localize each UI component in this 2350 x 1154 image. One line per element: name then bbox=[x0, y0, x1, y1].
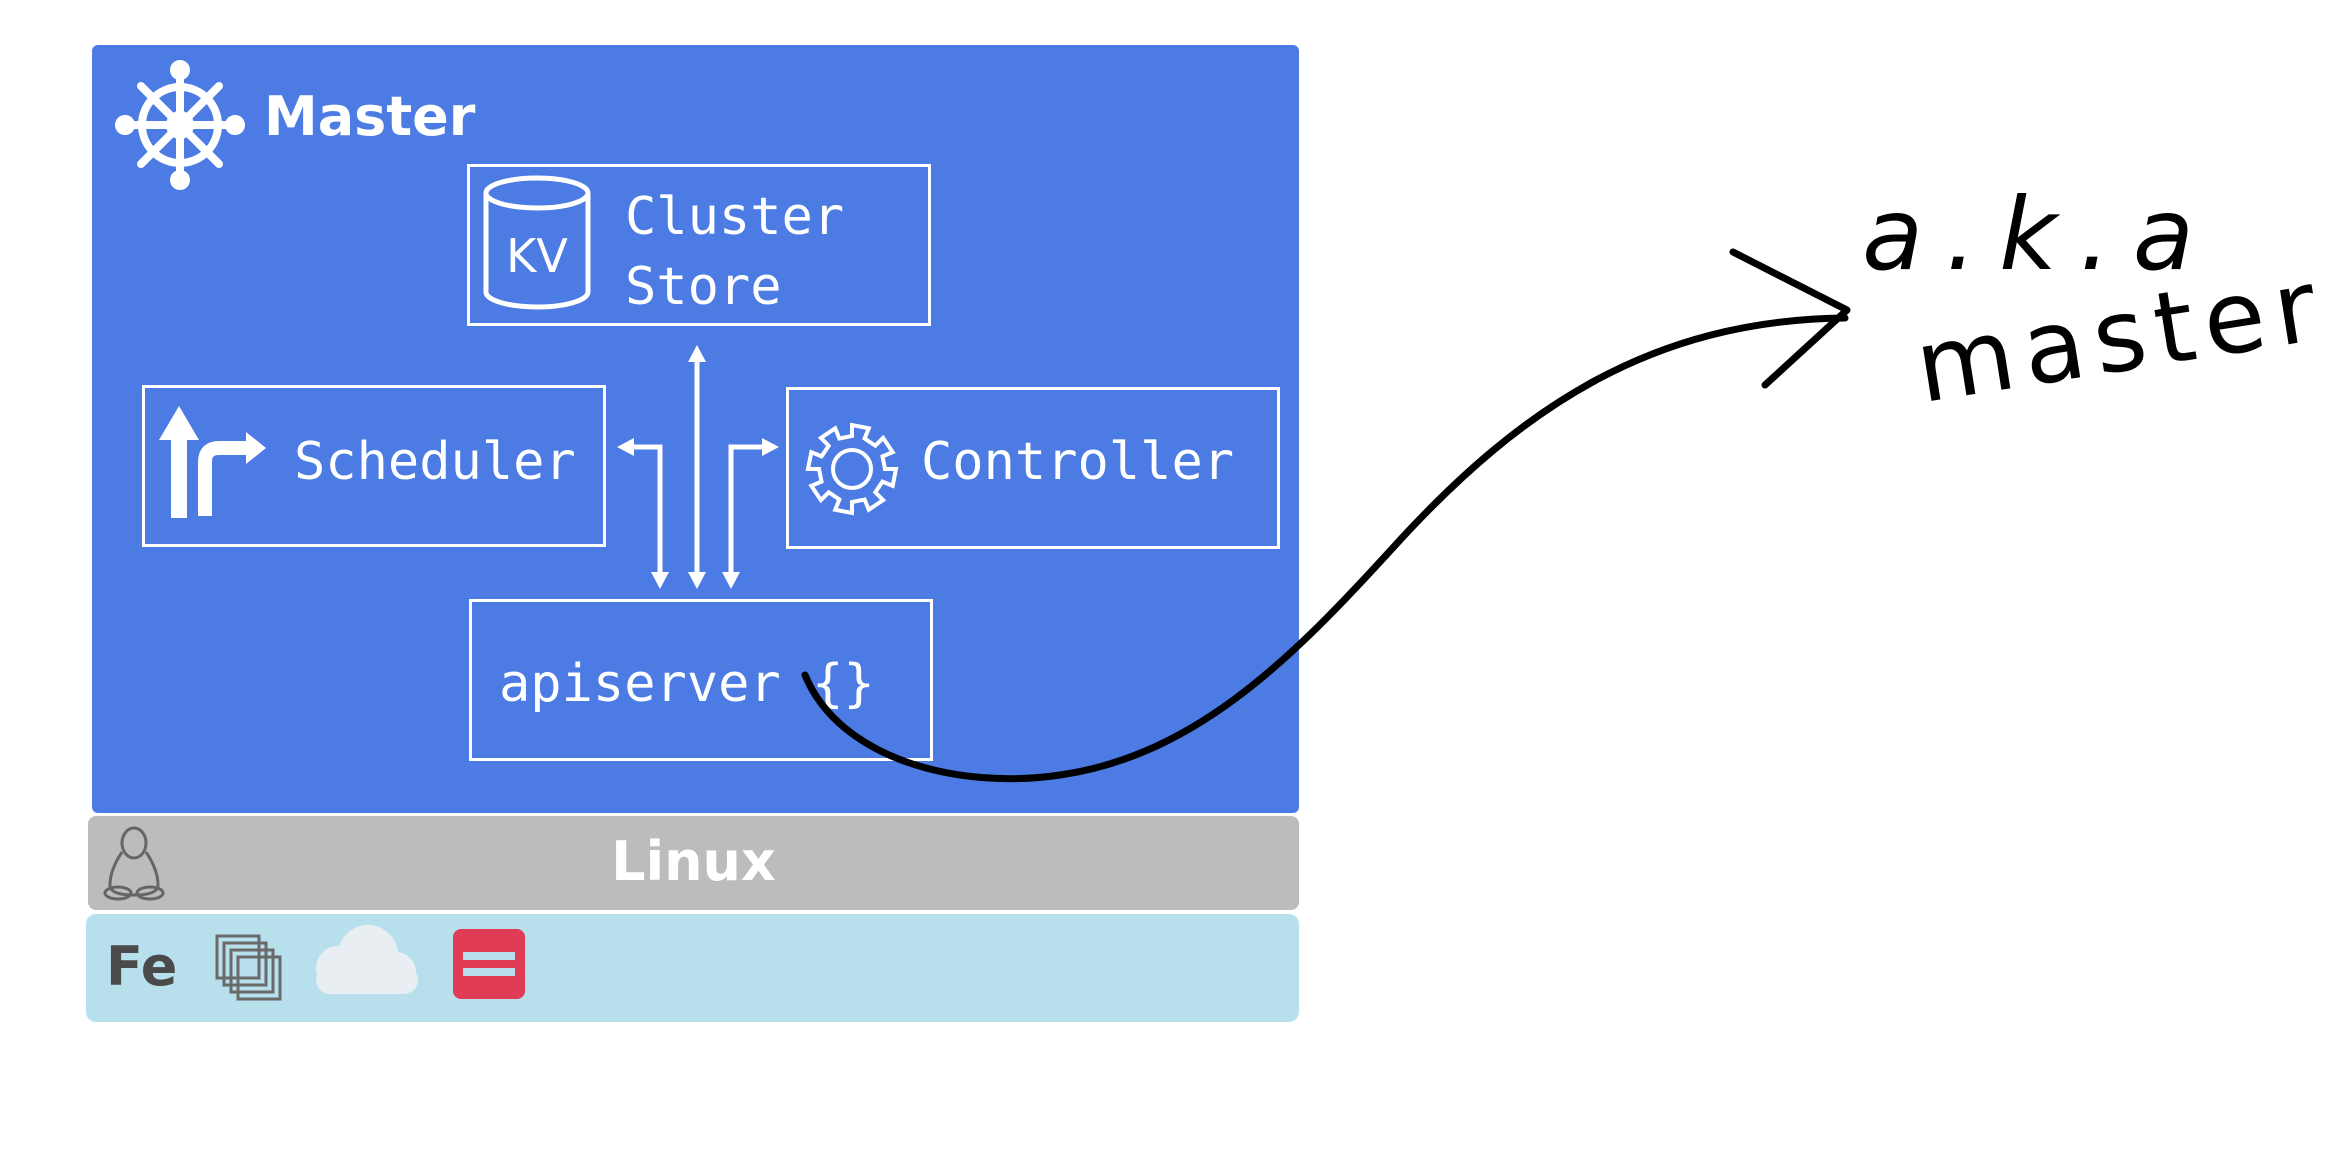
infrastructure-label: Fe bbox=[106, 935, 178, 998]
route-arrows-icon bbox=[159, 406, 266, 518]
linux-layer bbox=[88, 816, 1299, 910]
kv-icon-text: KV bbox=[506, 229, 568, 283]
openstack-icon bbox=[453, 929, 525, 999]
kubernetes-helm-icon bbox=[115, 60, 245, 190]
cluster-store-label: Cluster Store bbox=[625, 187, 845, 317]
apiserver-label: apiserver {} bbox=[499, 654, 875, 714]
linux-label: Linux bbox=[611, 830, 776, 893]
scheduler-box bbox=[142, 385, 606, 547]
database-kv-icon bbox=[483, 175, 591, 310]
handwritten-aka: a.k.a bbox=[1862, 176, 2217, 293]
handdrawn-arrow bbox=[801, 248, 1851, 783]
scheduler-api-arrow bbox=[626, 444, 663, 578]
controller-box bbox=[786, 387, 1280, 549]
vmware-icon bbox=[215, 934, 282, 1001]
controller-api-arrow bbox=[728, 444, 769, 578]
controller-label: Controller bbox=[921, 432, 1235, 492]
linux-tux-icon bbox=[103, 826, 165, 901]
infrastructure-layer bbox=[86, 914, 1299, 1022]
apiserver-name: apiserver bbox=[499, 654, 781, 714]
cloud-icon bbox=[316, 925, 418, 994]
cluster-store-box bbox=[467, 164, 931, 326]
scheduler-label: Scheduler bbox=[294, 432, 576, 492]
master-title: Master bbox=[264, 85, 476, 148]
gear-icon bbox=[805, 422, 899, 516]
connection-arrows bbox=[617, 345, 779, 589]
